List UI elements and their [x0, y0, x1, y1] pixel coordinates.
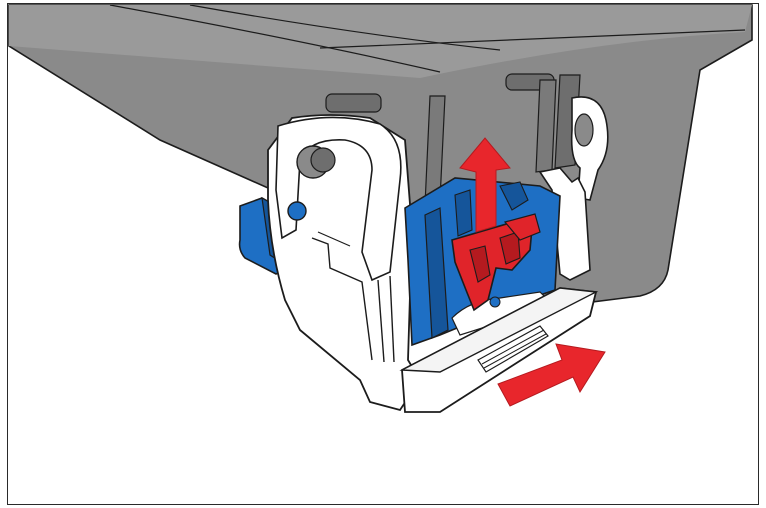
lift-up-arrow-icon [459, 137, 511, 233]
tray-grip [477, 325, 549, 373]
slide-right-arrow-icon [497, 343, 606, 407]
latch-bracket [267, 114, 591, 412]
right-side-clip [570, 96, 609, 201]
red-release-tabs [451, 213, 541, 312]
slide-tray [399, 287, 599, 413]
figure-border [7, 3, 759, 505]
